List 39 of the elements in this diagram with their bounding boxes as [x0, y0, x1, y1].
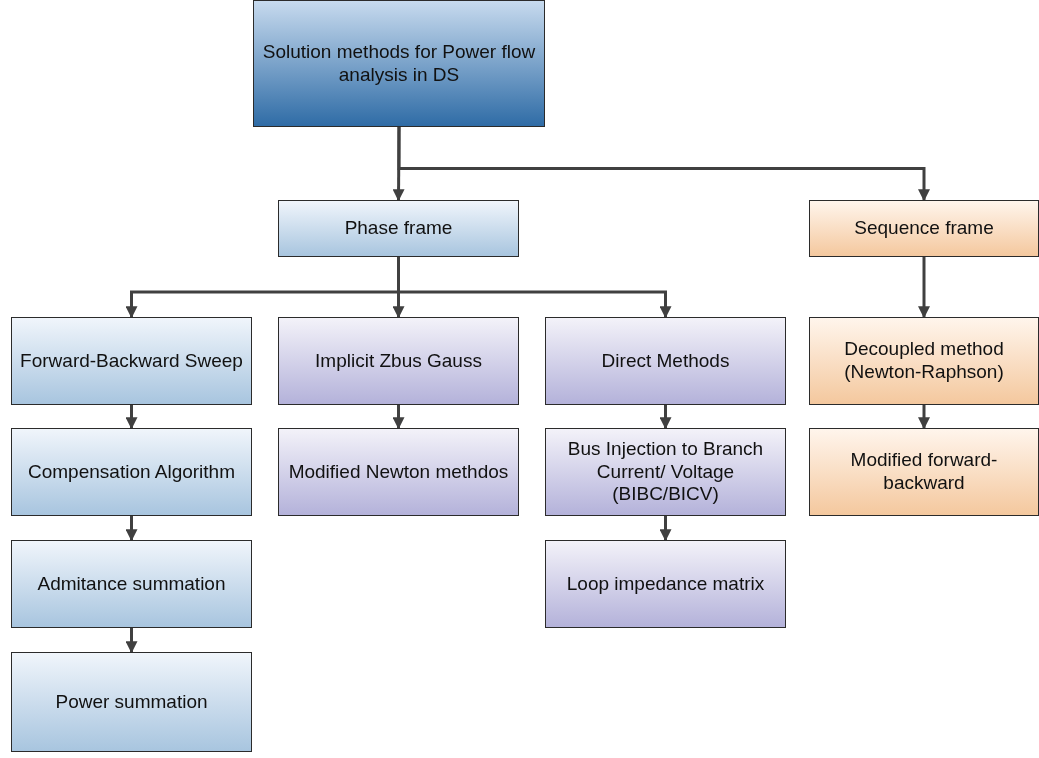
box-label: Forward-Backward Sweep	[20, 349, 243, 373]
process-box	[545, 540, 786, 628]
box-label: Modified forward-backward	[849, 449, 999, 495]
process-box	[11, 652, 252, 752]
arrow	[125, 628, 138, 654]
box-label: Loop impedance matrix	[566, 572, 765, 596]
process-box	[11, 428, 252, 516]
process-box	[545, 317, 786, 405]
box-label: Phase frame	[344, 217, 453, 240]
arrow	[392, 405, 405, 430]
box-label: Admitance summation	[37, 572, 226, 596]
process-box	[278, 317, 519, 405]
arrow	[397, 257, 672, 319]
arrow	[659, 516, 672, 542]
box-label: Bus Injection to Branch Current/ Voltage (BIBC/BICV)	[566, 437, 765, 507]
process-box	[278, 200, 519, 257]
box-label: Compensation Algorithm	[28, 460, 235, 484]
process-box	[11, 317, 252, 405]
process-box	[253, 0, 545, 127]
arrow	[392, 127, 405, 202]
box-label: Power summation	[55, 690, 208, 714]
arrow	[918, 257, 930, 319]
box-label: Modified Newton methdos	[288, 460, 509, 484]
process-box	[809, 200, 1039, 257]
process-box	[545, 428, 786, 516]
arrow	[397, 127, 930, 202]
box-label: Direct Methods	[601, 349, 730, 373]
arrow	[125, 516, 138, 542]
box-label: Sequence frame	[854, 217, 994, 240]
box-label: Implicit Zbus Gauss	[315, 349, 482, 373]
arrow	[659, 405, 672, 430]
arrow	[125, 405, 138, 430]
process-box	[278, 428, 519, 516]
box-label: Solution methods for Power flow analysis in DS	[262, 40, 536, 87]
process-box	[809, 317, 1039, 405]
process-box	[809, 428, 1039, 516]
arrow	[918, 405, 930, 430]
process-box	[11, 540, 252, 628]
box-label: Decoupled method (Newton-Raphson)	[843, 338, 1005, 384]
